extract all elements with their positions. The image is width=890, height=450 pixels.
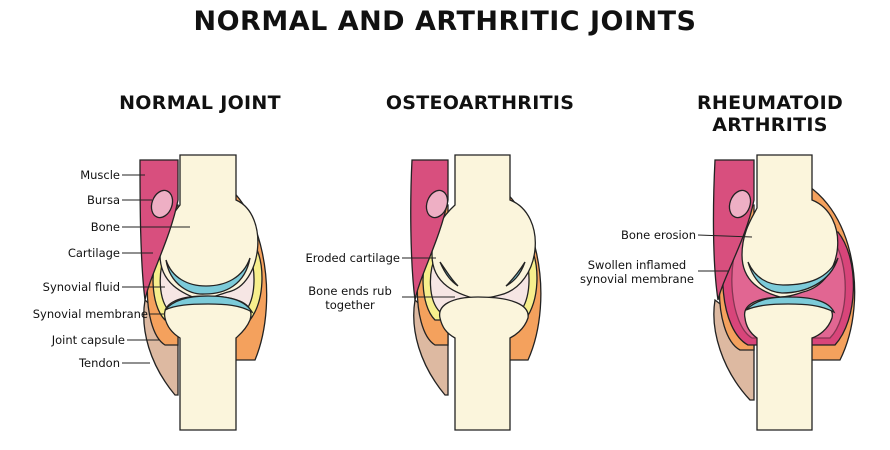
bursa [150, 189, 174, 219]
leader-lines-normal [122, 174, 190, 364]
rheumatoid-joint [712, 154, 856, 431]
label-swollen-line2: synovial membrane [580, 272, 694, 286]
bursa [728, 189, 752, 219]
normal-joint [139, 154, 268, 431]
label-synovial-fluid: Synovial fluid [42, 280, 120, 294]
upper-cartilage [165, 257, 251, 295]
label-bone-ends-rub-line2: together [325, 298, 375, 312]
label-joint-capsule: Joint capsule [51, 333, 125, 347]
label-bone: Bone [90, 220, 120, 234]
upper-cartilage [747, 257, 839, 294]
eroded-cartilage-right [505, 261, 526, 287]
label-swollen-line1: Swollen inflamed [587, 258, 687, 272]
page-title: NORMAL AND ARTHRITIC JOINTS [193, 6, 697, 37]
leader-lines-osteoarthritis [402, 257, 455, 298]
panel-title-osteoarthritis: OSTEOARTHRITIS [385, 92, 575, 114]
panel-title-rheumatoid: RHEUMATOID ARTHRITIS [696, 92, 844, 136]
lower-bone [744, 296, 833, 431]
label-bone-erosion: Bone erosion [620, 228, 696, 242]
label-bone-ends-rub-line1: Bone ends rub [308, 284, 392, 298]
label-tendon: Tendon [78, 356, 120, 370]
panel-title-normal: NORMAL JOINT [119, 92, 281, 114]
eroded-cartilage [439, 261, 459, 287]
label-bone-ends-rub: Bone ends rub together [300, 284, 400, 312]
lower-cartilage [164, 295, 254, 314]
leader-lines-rheumatoid [697, 234, 753, 272]
osteoarthritis-joint [410, 154, 542, 431]
lower-cartilage [745, 296, 836, 314]
label-eroded-cartilage: Eroded cartilage [305, 251, 400, 265]
bursa [425, 189, 449, 219]
label-synovial-membrane: Synovial membrane [32, 307, 148, 321]
label-swollen-membrane: Swollen inflamed synovial membrane [578, 258, 696, 286]
label-muscle: Muscle [80, 168, 120, 182]
label-bursa: Bursa [87, 193, 120, 207]
label-cartilage: Cartilage [67, 246, 120, 260]
lower-bone [439, 296, 529, 431]
